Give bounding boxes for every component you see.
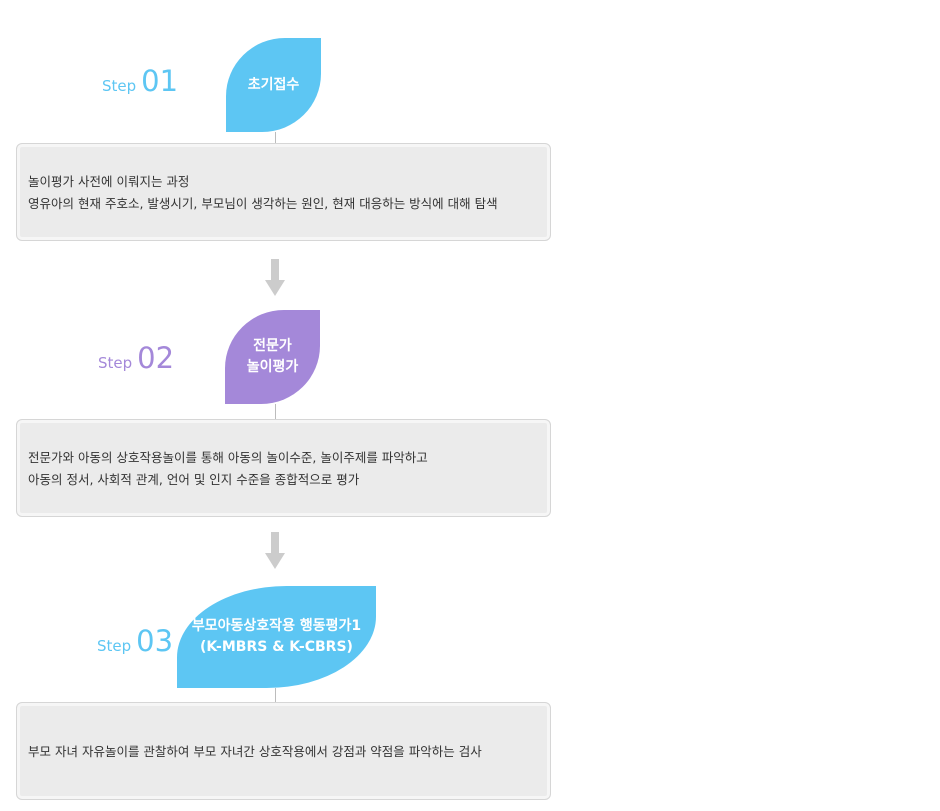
step-word: Step — [102, 77, 137, 95]
step-number: 01 — [141, 64, 179, 98]
step-label: Step 03 — [97, 624, 173, 658]
step-title-line: 초기접수 — [247, 76, 300, 93]
connector-line — [275, 132, 276, 144]
step-title-line: (K-MBRS & K-CBRS) — [200, 639, 353, 655]
down-arrow-icon — [265, 532, 285, 569]
step-number: 03 — [136, 624, 174, 658]
step-title-leaf: 초기접수 — [226, 38, 321, 132]
step-word: Step — [98, 354, 133, 372]
down-arrow-icon — [265, 259, 285, 296]
description-line: 놀이평가 사전에 이뤄지는 과정 — [28, 174, 190, 189]
step-description-box: 놀이평가 사전에 이뤄지는 과정 영유아의 현재 주호소, 발생시기, 부모님이… — [16, 143, 551, 241]
step-label: Step 02 — [98, 341, 174, 375]
description-line: 전문가와 아동의 상호작용놀이를 통해 아동의 놀이수준, 놀이주제를 파악하고 — [28, 450, 428, 465]
description-line: 아동의 정서, 사회적 관계, 언어 및 인지 수준을 종합적으로 평가 — [28, 472, 360, 487]
description-line: 영유아의 현재 주호소, 발생시기, 부모님이 생각하는 원인, 현재 대응하는… — [28, 196, 498, 211]
step-description-box: 부모 자녀 자유놀이를 관찰하여 부모 자녀간 상호작용에서 강점과 약점을 파… — [16, 702, 551, 800]
step-word: Step — [97, 637, 132, 655]
step-title-leaf: 전문가 놀이평가 — [225, 310, 320, 404]
step-title-line: 부모아동상호작용 행동평가1 — [191, 618, 362, 634]
description-line: 부모 자녀 자유놀이를 관찰하여 부모 자녀간 상호작용에서 강점과 약점을 파… — [28, 744, 482, 759]
connector-line — [275, 688, 276, 702]
step-description-box: 전문가와 아동의 상호작용놀이를 통해 아동의 놀이수준, 놀이주제를 파악하고… — [16, 419, 551, 517]
connector-line — [275, 404, 276, 419]
step-title-line: 전문가 — [253, 338, 292, 354]
step-label: Step 01 — [102, 64, 178, 98]
step-number: 02 — [137, 341, 175, 375]
step-title-leaf: 부모아동상호작용 행동평가1 (K-MBRS & K-CBRS) — [177, 586, 376, 688]
step-title-line: 놀이평가 — [246, 359, 299, 375]
